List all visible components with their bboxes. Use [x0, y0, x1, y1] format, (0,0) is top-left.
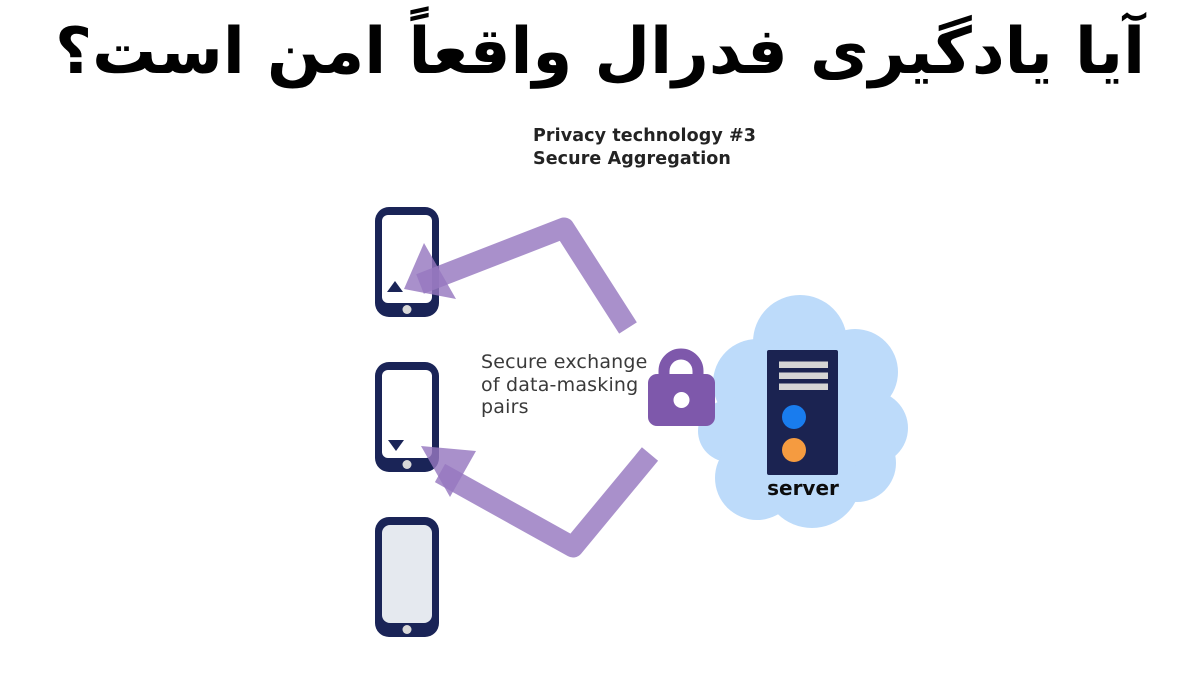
home-button-icon: [402, 460, 412, 469]
cloud-bump: [713, 339, 801, 427]
home-button-icon: [402, 305, 412, 314]
server-tower: [767, 350, 838, 475]
arrow-shaft: [434, 447, 659, 558]
arrow-shaft: [416, 217, 637, 334]
main-title: آیا یادگیری فدرال واقعاً امن است؟: [55, 15, 1145, 89]
server-label: server: [767, 476, 839, 500]
arrow-to-phone-2-icon: [421, 446, 659, 558]
exchange-label: Secure exchange of data-masking pairs: [481, 351, 648, 419]
diagram-heading: Privacy technology #3 Secure Aggregation: [533, 125, 756, 171]
cloud-center: [732, 343, 876, 487]
exchange-label-line3: pairs: [481, 396, 529, 418]
exchange-label-line1: Secure exchange: [481, 351, 648, 373]
triangle-down-icon: [388, 440, 404, 451]
cloud-bump: [698, 400, 760, 462]
server-orange-light: [782, 438, 806, 462]
lock-keyhole: [673, 392, 690, 408]
server-vent-bar: [779, 361, 828, 368]
server-vent-bar: [779, 372, 828, 379]
diagram-heading-line2: Secure Aggregation: [533, 149, 731, 169]
cloud-bump: [753, 295, 847, 389]
server-icon: [767, 350, 838, 475]
triangle-up-icon: [387, 281, 403, 292]
server-vent-bar: [779, 383, 828, 390]
lock-icon: [648, 348, 715, 426]
cloud-bump: [812, 329, 898, 415]
cloud-bump: [834, 391, 908, 465]
server-blue-light: [782, 405, 806, 429]
smartphone-icon-2: [375, 362, 439, 472]
lock-shackle: [658, 348, 704, 377]
smartphone-icon-1: [375, 207, 439, 317]
exchange-label-line2: of data-masking: [481, 373, 639, 396]
lock-body: [648, 374, 715, 426]
diagram-heading-line1: Privacy technology #3: [533, 126, 757, 146]
phone-screen: [382, 525, 432, 623]
smartphone-icon-3: [375, 517, 439, 637]
home-button-icon: [402, 625, 412, 634]
